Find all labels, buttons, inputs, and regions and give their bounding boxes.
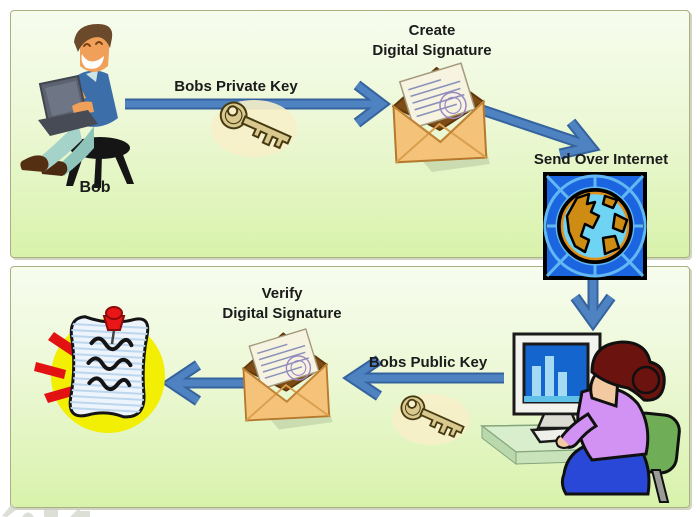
verify-signature-label: Verify Digital Signature [182, 284, 382, 324]
create-signature-label-line1: Create [408, 22, 456, 39]
create-signature-label-line2: Digital Signature [372, 42, 492, 59]
send-over-internet-label: Send Over Internet [533, 151, 669, 168]
internet-globe-icon [543, 172, 647, 280]
create-signature-label: Create Digital Signature [332, 21, 532, 61]
receiver-at-computer-illustration [480, 332, 681, 503]
public-key-label: Bobs Public Key [368, 354, 488, 371]
private-key-label: Bobs Private Key [174, 78, 298, 95]
page-edge-artifact-icons [2, 504, 90, 517]
create-envelope-icon [383, 60, 495, 178]
verify-signature-label-line1: Verify [261, 285, 303, 302]
verify-envelope-icon [234, 326, 337, 435]
verified-document-icon [34, 306, 165, 433]
verify-signature-label-line2: Digital Signature [222, 305, 342, 322]
bob-label: Bob [79, 179, 111, 196]
bob-at-laptop-illustration [20, 24, 134, 188]
private-key-icon [208, 97, 300, 160]
public-key-icon [390, 391, 472, 448]
